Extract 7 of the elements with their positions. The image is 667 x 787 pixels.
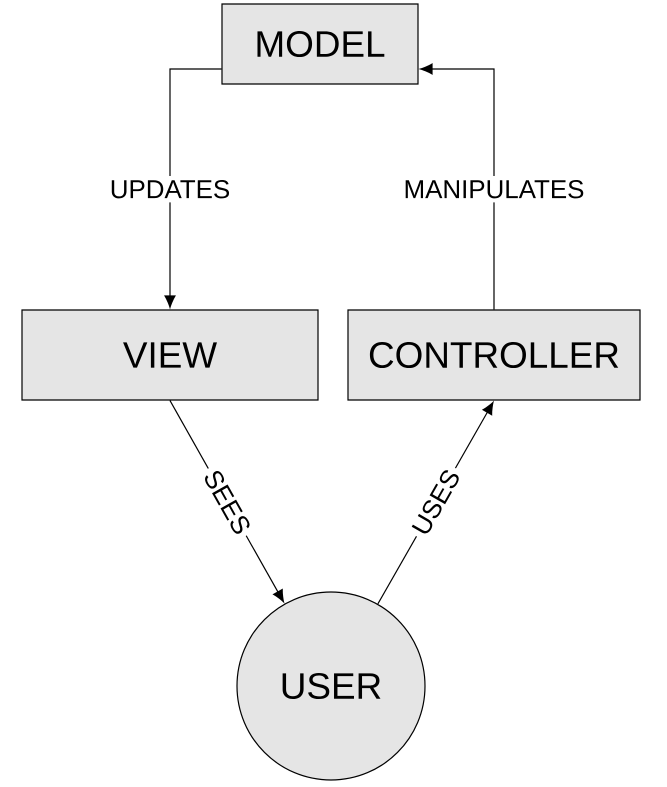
arrow [420, 64, 495, 310]
arrow [164, 68, 222, 308]
edge-label: MANIPULATES [400, 176, 588, 202]
process-box: VIEW [21, 309, 319, 401]
process-box: MODEL [221, 3, 419, 85]
process-box: CONTROLLER [347, 309, 641, 401]
edge-label: UPDATES [106, 176, 234, 202]
